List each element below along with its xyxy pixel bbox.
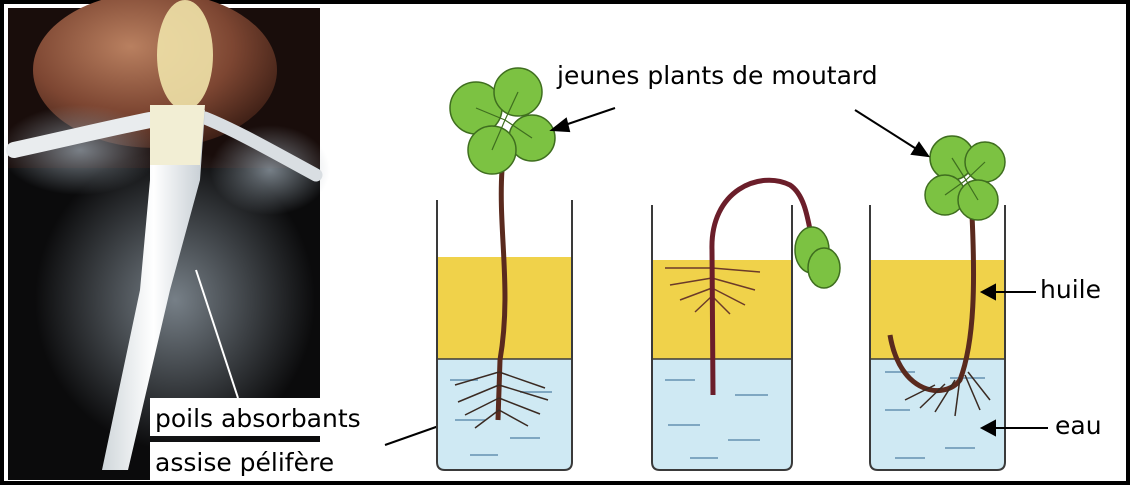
water-label: eau	[1055, 411, 1102, 440]
seedlings-label: jeunes plants de moutard	[556, 61, 878, 90]
root-hairs-label: poils absorbants	[155, 404, 361, 433]
oil-layer	[652, 260, 792, 359]
piliferous-layer-label: assise pélifère	[155, 448, 334, 477]
water-layer	[652, 359, 792, 470]
oil-label: huile	[1040, 275, 1101, 304]
water-layer	[437, 359, 572, 470]
water-layer	[870, 359, 1005, 470]
